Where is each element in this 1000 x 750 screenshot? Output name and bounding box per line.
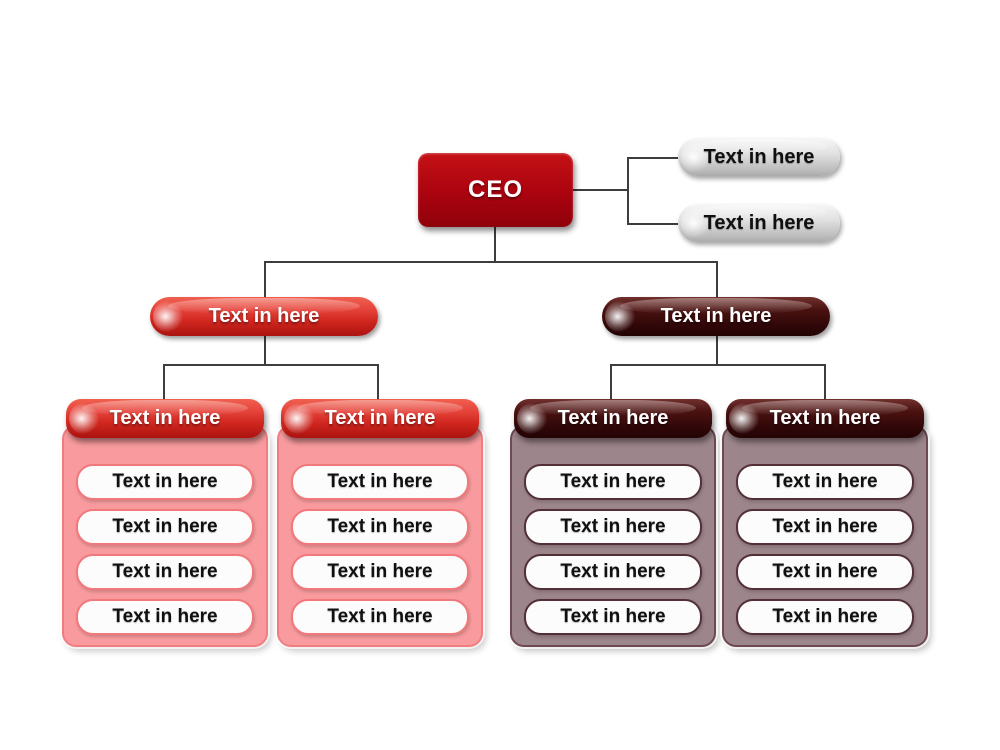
column-1-panel: Text in here Text in here Text in here T… xyxy=(62,425,268,647)
list-item-label: Text in here xyxy=(327,606,433,627)
connector-col3-drop xyxy=(610,364,612,400)
column-4: Text in here Text in here Text in here T… xyxy=(722,399,928,649)
connector-col4-drop xyxy=(824,364,826,400)
list-item-label: Text in here xyxy=(560,471,666,492)
side-note-2-label: Text in here xyxy=(703,211,815,234)
ceo-node[interactable]: CEO xyxy=(418,153,573,227)
column-4-header-label: Text in here xyxy=(769,407,881,429)
list-item-label: Text in here xyxy=(560,606,666,627)
list-item-label: Text in here xyxy=(112,516,218,537)
connector-right2-bar xyxy=(610,364,826,366)
list-item-label: Text in here xyxy=(772,516,878,537)
connector-side-top xyxy=(627,157,678,159)
connector-branch-right-drop xyxy=(716,261,718,298)
list-item[interactable]: Text in here xyxy=(291,599,469,635)
connector-level1-bar xyxy=(264,261,718,263)
list-item[interactable]: Text in here xyxy=(524,464,702,500)
column-3-header[interactable]: Text in here xyxy=(514,399,712,438)
column-3-panel: Text in here Text in here Text in here T… xyxy=(510,425,716,647)
list-item-label: Text in here xyxy=(112,561,218,582)
list-item-label: Text in here xyxy=(327,561,433,582)
list-item[interactable]: Text in here xyxy=(524,554,702,590)
list-item[interactable]: Text in here xyxy=(736,599,914,635)
ceo-label: CEO xyxy=(467,176,523,203)
connector-left2-down xyxy=(264,336,266,366)
list-item-label: Text in here xyxy=(772,471,878,492)
connector-col2-drop xyxy=(377,364,379,400)
list-item[interactable]: Text in here xyxy=(76,554,254,590)
connector-side-bottom xyxy=(627,223,678,225)
list-item-label: Text in here xyxy=(327,516,433,537)
column-4-header[interactable]: Text in here xyxy=(726,399,924,438)
list-item[interactable]: Text in here xyxy=(291,509,469,545)
column-4-panel: Text in here Text in here Text in here T… xyxy=(722,425,928,647)
connector-branch-left-drop xyxy=(264,261,266,298)
branch-left-label: Text in here xyxy=(208,305,320,327)
list-item-label: Text in here xyxy=(772,561,878,582)
side-note-pill-1[interactable]: Text in here xyxy=(678,138,840,176)
column-2-header[interactable]: Text in here xyxy=(281,399,479,438)
column-2-header-label: Text in here xyxy=(324,407,436,429)
side-note-1-label: Text in here xyxy=(703,145,815,168)
list-item-label: Text in here xyxy=(112,471,218,492)
list-item[interactable]: Text in here xyxy=(76,599,254,635)
list-item[interactable]: Text in here xyxy=(76,464,254,500)
list-item[interactable]: Text in here xyxy=(736,464,914,500)
list-item-label: Text in here xyxy=(327,471,433,492)
list-item[interactable]: Text in here xyxy=(291,464,469,500)
connector-right2-down xyxy=(716,336,718,366)
side-note-pill-2[interactable]: Text in here xyxy=(678,204,840,242)
column-3: Text in here Text in here Text in here T… xyxy=(510,399,716,649)
column-3-header-label: Text in here xyxy=(557,407,669,429)
column-2: Text in here Text in here Text in here T… xyxy=(277,399,483,649)
list-item[interactable]: Text in here xyxy=(736,509,914,545)
connector-ceo-right xyxy=(573,189,629,191)
column-1-header[interactable]: Text in here xyxy=(66,399,264,438)
list-item-label: Text in here xyxy=(772,606,878,627)
branch-pill-left[interactable]: Text in here xyxy=(150,297,378,336)
list-item-label: Text in here xyxy=(560,516,666,537)
branch-pill-right[interactable]: Text in here xyxy=(602,297,830,336)
list-item-label: Text in here xyxy=(112,606,218,627)
list-item[interactable]: Text in here xyxy=(76,509,254,545)
connector-side-bar xyxy=(627,157,629,225)
column-2-panel: Text in here Text in here Text in here T… xyxy=(277,425,483,647)
list-item-label: Text in here xyxy=(560,561,666,582)
connector-ceo-down xyxy=(494,227,496,262)
column-1-header-label: Text in here xyxy=(109,407,221,429)
list-item[interactable]: Text in here xyxy=(291,554,469,590)
column-1: Text in here Text in here Text in here T… xyxy=(62,399,268,649)
list-item[interactable]: Text in here xyxy=(524,509,702,545)
connector-left2-bar xyxy=(163,364,379,366)
branch-right-label: Text in here xyxy=(660,305,772,327)
connector-col1-drop xyxy=(163,364,165,400)
list-item[interactable]: Text in here xyxy=(524,599,702,635)
list-item[interactable]: Text in here xyxy=(736,554,914,590)
